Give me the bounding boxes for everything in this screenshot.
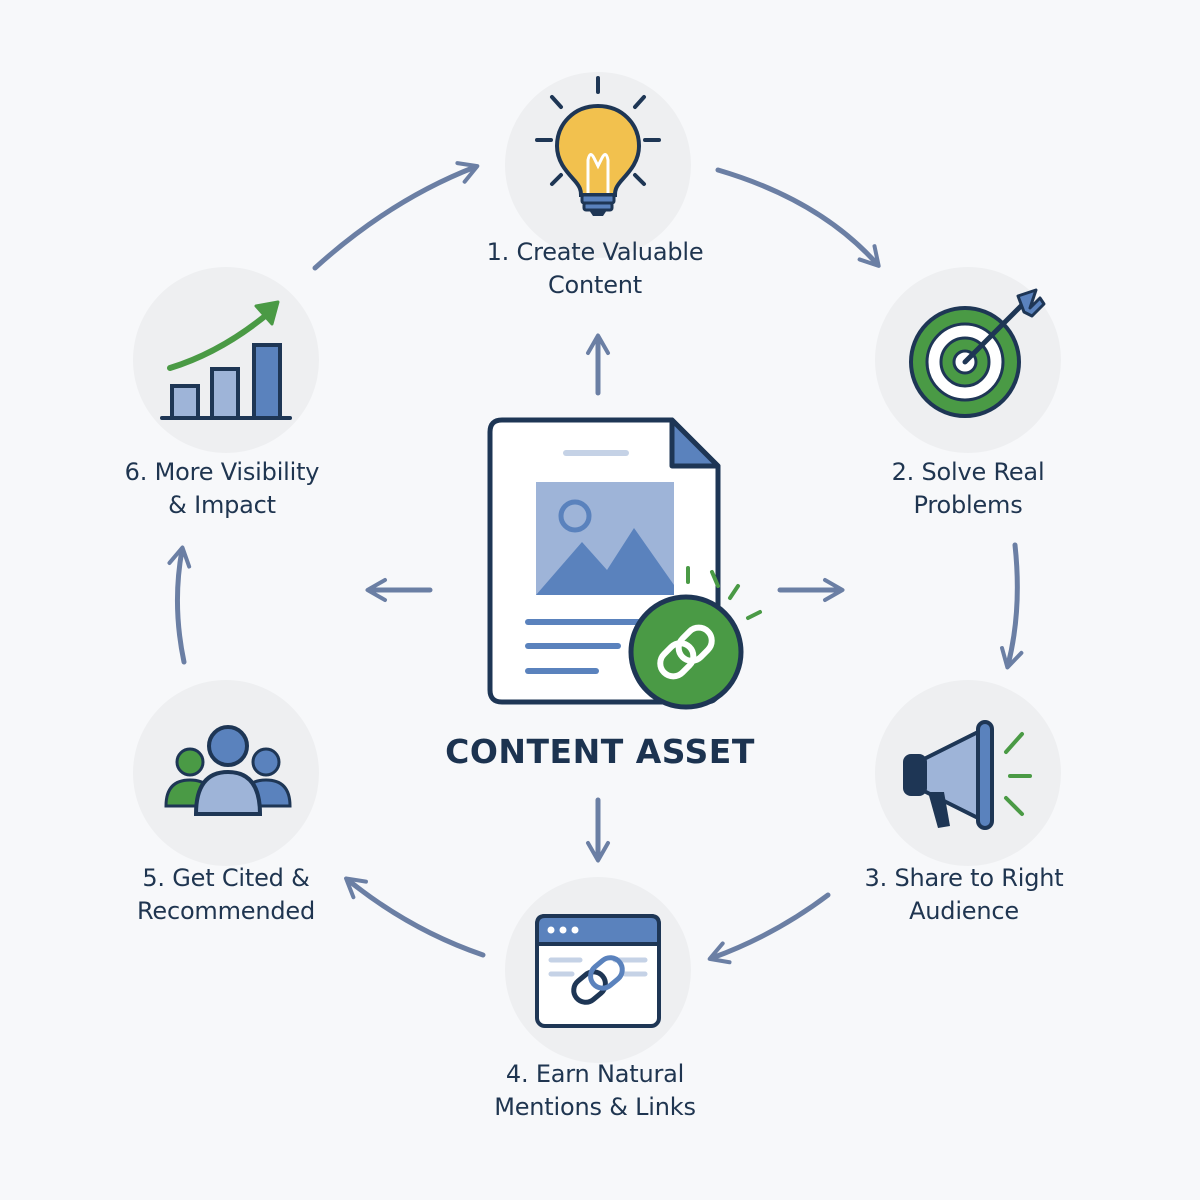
step-1-label: 1. Create Valuable Content — [445, 236, 745, 302]
step-3-label-line2: Audience — [909, 897, 1019, 925]
browser-link-icon — [535, 914, 661, 1028]
growth-chart-icon — [160, 300, 292, 420]
step-2-label: 2. Solve Real Problems — [818, 456, 1118, 522]
arrow-step5-to-step6 — [167, 545, 192, 665]
step-2-label-line1: 2. Solve Real — [891, 458, 1045, 486]
step-6-label-line1: 6. More Visibility — [124, 458, 320, 486]
step-6-circle — [133, 267, 319, 453]
step-4-label: 4. Earn Natural Mentions & Links — [445, 1058, 745, 1124]
step-5-label-line1: 5. Get Cited & — [142, 864, 310, 892]
people-group-icon — [164, 725, 292, 816]
lightbulb-icon — [535, 76, 661, 216]
step-4-label-line1: 4. Earn Natural — [505, 1060, 685, 1088]
step-5-label: 5. Get Cited & Recommended — [76, 862, 376, 928]
cycle-arrows — [167, 161, 1024, 965]
center-title: CONTENT ASSET — [445, 732, 755, 771]
arrow-step4-to-step5 — [344, 876, 486, 958]
arrow-step2-to-step3 — [1000, 542, 1024, 670]
step-3-label: 3. Share to Right Audience — [814, 862, 1114, 928]
step-6-label: 6. More Visibility & Impact — [72, 456, 372, 522]
step-1-label-line1: 1. Create Valuable — [486, 238, 704, 266]
arrow-step1-to-step2 — [715, 167, 881, 268]
step-4-label-line2: Mentions & Links — [494, 1093, 696, 1121]
step-3-label-line1: 3. Share to Right — [864, 864, 1064, 892]
arrow-step6-to-step1 — [312, 161, 480, 271]
step-2-label-line2: Problems — [913, 491, 1023, 519]
step-5-label-line2: Recommended — [136, 897, 315, 925]
step-6-label-line2: & Impact — [168, 491, 276, 519]
megaphone-icon — [903, 720, 1032, 830]
step-1-label-line2: Content — [547, 271, 643, 299]
document-with-link-icon — [487, 417, 762, 710]
arrow-step3-to-step4 — [707, 892, 831, 965]
target-icon — [909, 288, 1046, 418]
